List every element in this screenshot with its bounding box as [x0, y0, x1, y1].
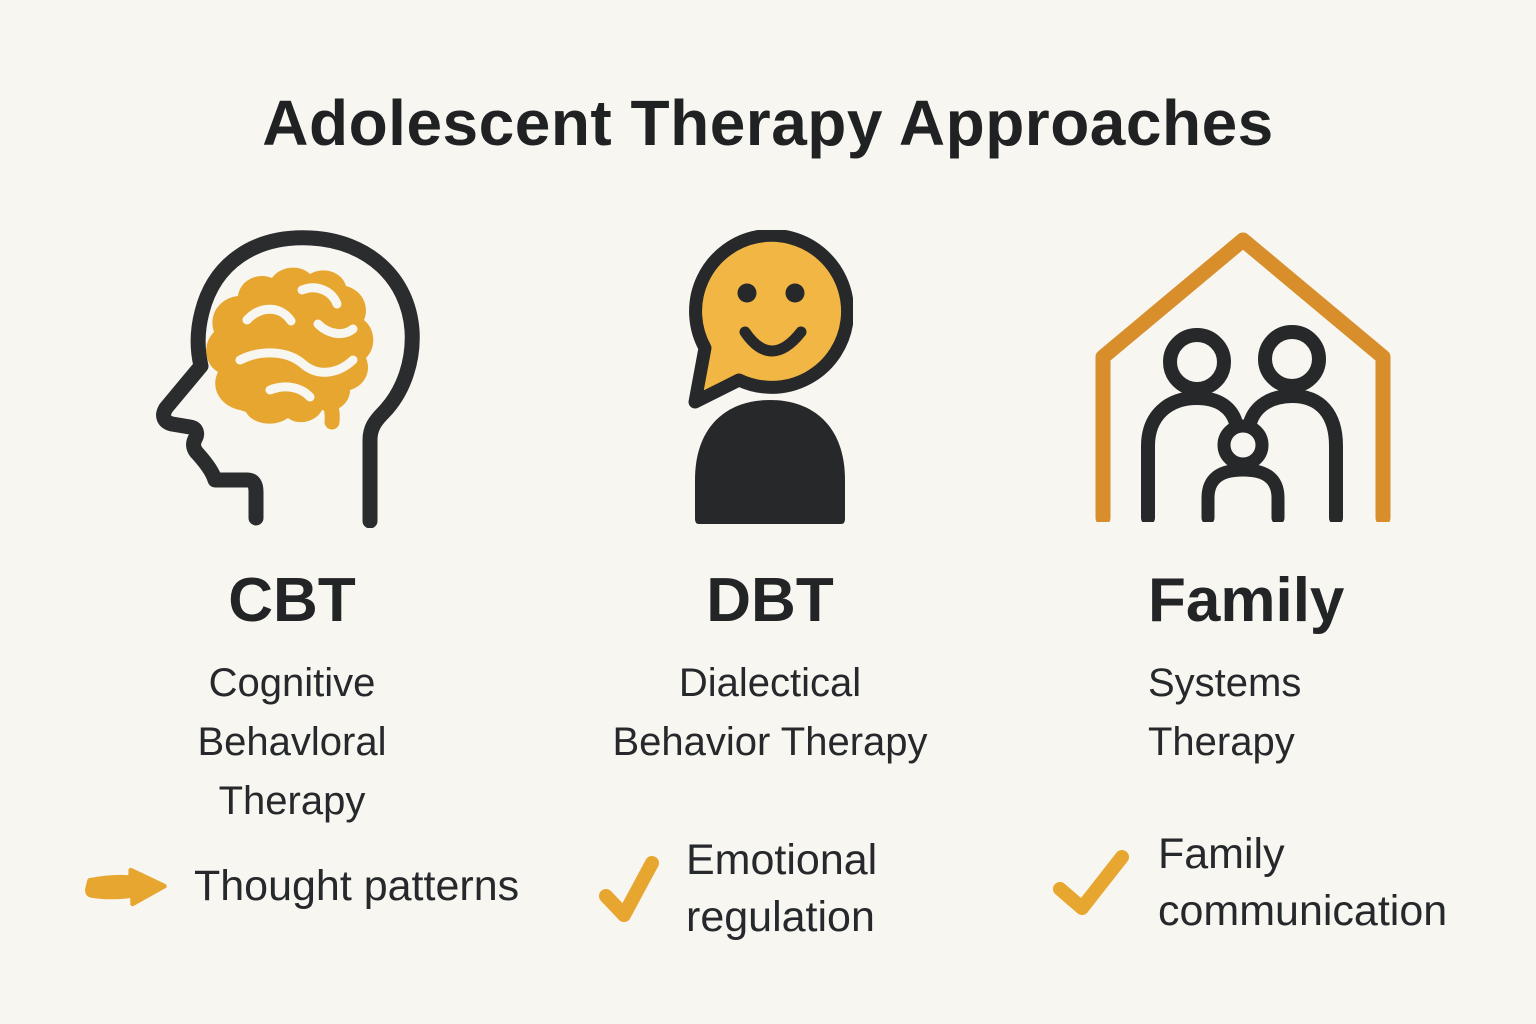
arrow-right-icon [84, 865, 170, 909]
family-subtitle: Systems Therapy [1148, 661, 1302, 764]
cbt-subtitle: Cognitive Behavloral Therapy [197, 661, 387, 823]
cbt-feature: Thought patterns [84, 858, 519, 915]
family-house-icon [1093, 230, 1393, 522]
family-heading: Family [1148, 566, 1345, 635]
speech-bubble-person-icon [687, 230, 853, 525]
check-icon [1052, 849, 1130, 917]
dbt-subtitle: Dialectical Behavior Therapy [612, 661, 928, 764]
family-feature-label: Family communication [1158, 830, 1448, 935]
dbt-heading: DBT [706, 566, 834, 635]
check-icon [598, 854, 660, 924]
family-feature: Family communication [1052, 826, 1447, 940]
dbt-feature-label: Emotional regulation [686, 836, 878, 941]
cbt-feature-label: Thought patterns [194, 862, 520, 910]
page-title: Adolescent Therapy Approaches [262, 87, 1274, 159]
dbt-feature: Emotional regulation [598, 832, 877, 946]
cbt-heading: CBT [228, 566, 356, 635]
head-brain-icon [152, 228, 464, 528]
